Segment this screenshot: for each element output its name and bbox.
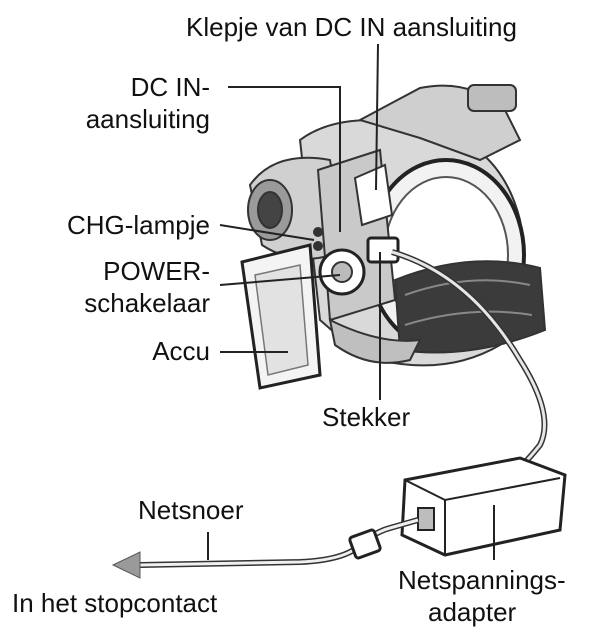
label-mains-cord: Netsnoer (138, 495, 244, 525)
label-plug: Stekker (322, 402, 411, 432)
label-power-switch-line2: schakelaar (84, 288, 210, 318)
label-ac-adapter-line1: Netspannings- (398, 565, 566, 595)
label-chg-lamp: CHG-lampje (66, 210, 210, 240)
label-power-switch-line1: POWER- (103, 256, 210, 286)
ac-adapter-illustration (400, 456, 567, 557)
leader-power-switch (219, 274, 341, 286)
arrow-left-icon (111, 551, 141, 579)
label-ac-adapter-line2: adapter (428, 597, 517, 627)
leader-dc-in-jack (228, 86, 341, 232)
label-dc-in-cover: Klepje van DC IN aansluiting (186, 12, 517, 42)
leader-chg-lamp (219, 224, 315, 241)
label-dc-in-jack-line1: DC IN- (130, 72, 210, 102)
leader-dc-in-cover (375, 43, 379, 191)
label-wall-outlet: In het stopcontact (12, 588, 218, 618)
label-dc-in-jack-line2: aansluiting (85, 104, 210, 134)
label-battery: Accu (152, 336, 210, 366)
